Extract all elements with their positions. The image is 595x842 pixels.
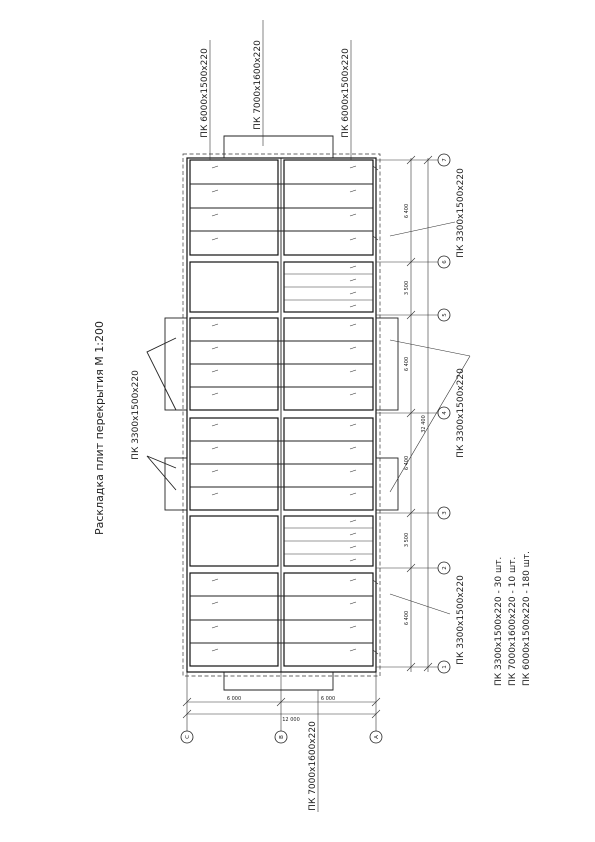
dim-right-3-4: 6 400 bbox=[404, 456, 410, 470]
bay-4-5 bbox=[189, 317, 374, 411]
axis-label-7: 7 bbox=[442, 158, 448, 162]
label-left: ПК 3300х1500х220 bbox=[131, 370, 141, 460]
axis-label-6: 6 bbox=[442, 260, 448, 264]
leader-right-upper bbox=[389, 339, 471, 357]
legend-item-3: ПК 6000х1500х220 - 180 шт. bbox=[522, 551, 532, 686]
top-center-slab bbox=[223, 135, 334, 158]
label-top-center: ПК 7000х1600х220 bbox=[253, 40, 263, 130]
bay-2-3 bbox=[189, 515, 374, 567]
bay-6-7 bbox=[189, 159, 374, 256]
axis-label-a: A bbox=[374, 735, 380, 739]
drawing-title: Раскладка плит перекрытия М 1:200 bbox=[93, 321, 106, 535]
axis-label-c: C bbox=[185, 735, 191, 739]
dim-right-2-3: 3 500 bbox=[404, 533, 410, 547]
dim-right-5-6: 3 500 bbox=[404, 281, 410, 295]
dim-bottom-left: 6 000 bbox=[227, 696, 241, 702]
axis-label-2: 2 bbox=[442, 566, 448, 570]
label-right-bottom: ПК 3300х1500х220 bbox=[456, 575, 466, 665]
dim-right-4-5: 6 400 bbox=[404, 357, 410, 371]
slab-outline bbox=[186, 157, 377, 673]
right-bracket-lower bbox=[375, 457, 399, 511]
dim-right-6-7: 6 400 bbox=[404, 204, 410, 218]
axis-label-1: 1 bbox=[442, 665, 448, 669]
label-top-left: ПК 6000х1500х220 bbox=[200, 48, 210, 138]
legend-item-2: ПК 7000х1600х220 - 10 шт. bbox=[508, 557, 518, 686]
slab-end-marks bbox=[372, 165, 379, 655]
bay-5-6 bbox=[189, 261, 374, 313]
axis-label-4: 4 bbox=[442, 411, 448, 415]
label-right-top: ПК 3300х1500х220 bbox=[456, 168, 466, 258]
right-bracket-upper bbox=[375, 317, 399, 411]
label-top-right: ПК 6000х1500х220 bbox=[341, 48, 351, 138]
leader-right-bottom bbox=[389, 593, 451, 615]
bay-1-2 bbox=[189, 572, 374, 667]
legend-item-1: ПК 3300х1500х220 - 30 шт. bbox=[494, 557, 504, 686]
dim-right-1-2: 6 400 bbox=[404, 611, 410, 625]
dim-bottom-total: 12 000 bbox=[282, 717, 300, 723]
bottom-center-slab bbox=[223, 672, 334, 691]
building-outline-dashed bbox=[182, 153, 381, 677]
left-bracket-upper bbox=[146, 317, 188, 411]
left-bracket-lower bbox=[146, 455, 188, 511]
axis-label-b: B bbox=[279, 735, 285, 739]
dim-ticks-right bbox=[376, 155, 440, 672]
leader-right-lower bbox=[389, 355, 471, 493]
dim-ticks-bottom bbox=[182, 697, 381, 719]
axis-bubbles-cols bbox=[180, 730, 383, 744]
dim-right-total: 32 400 bbox=[421, 415, 427, 433]
axis-label-5: 5 bbox=[442, 313, 448, 317]
label-bottom: ПК 7000х1600х220 bbox=[308, 721, 318, 811]
bay-3-4 bbox=[189, 417, 374, 511]
dim-bottom-right: 6 000 bbox=[321, 696, 335, 702]
label-right-middle: ПК 3300х1500х220 bbox=[456, 368, 466, 458]
axis-label-3: 3 bbox=[442, 511, 448, 515]
axis-bubbles-rows bbox=[437, 153, 451, 674]
leader-right-top bbox=[389, 221, 456, 237]
